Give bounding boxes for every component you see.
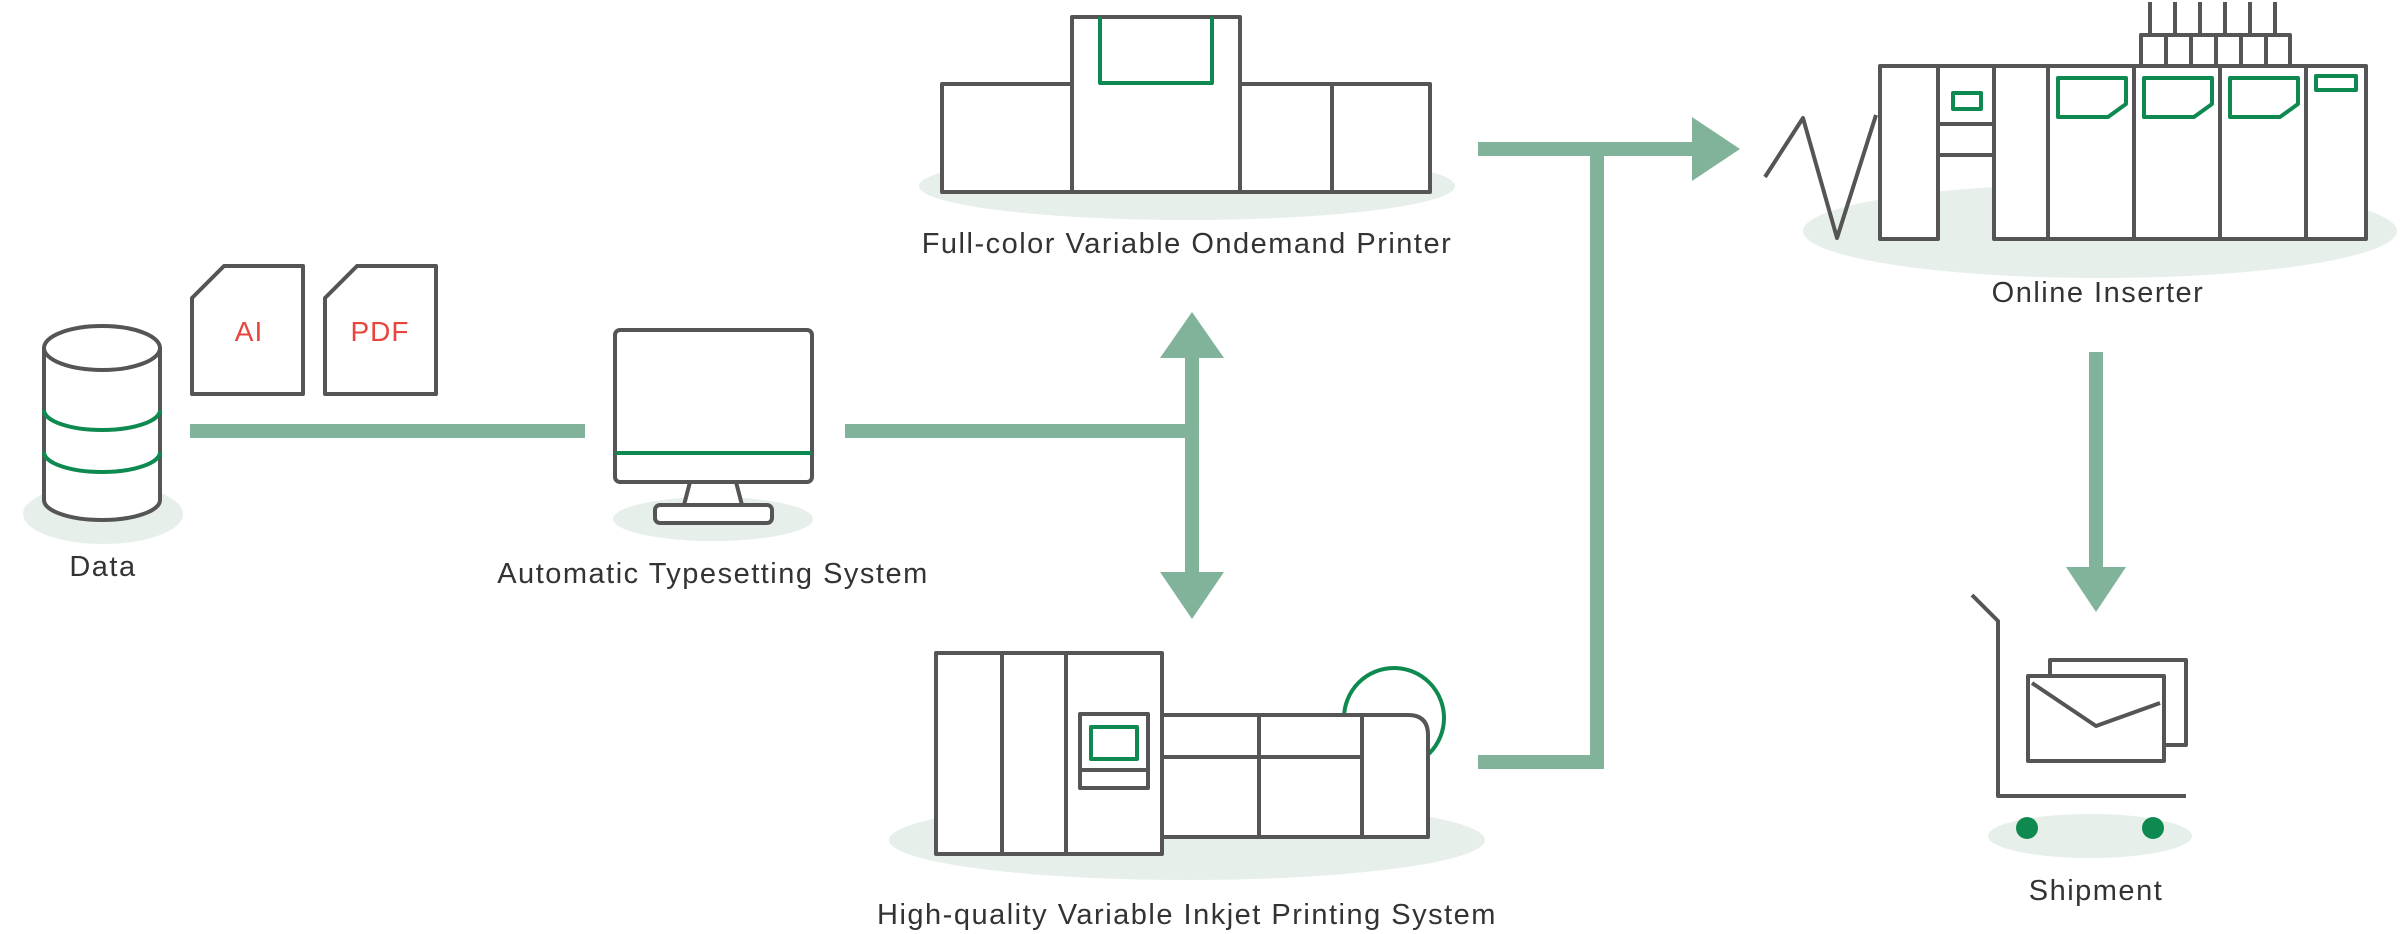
data-node: Data xyxy=(23,324,183,583)
fullcolor-printer-label: Full-color Variable Ondemand Printer xyxy=(922,228,1453,260)
shipment-label: Shipment xyxy=(2029,875,2164,907)
data-label: Data xyxy=(69,551,136,583)
inserter-node: Online Inserter xyxy=(1763,2,2397,309)
document-ai: AI xyxy=(190,264,305,396)
shipment-node: Shipment xyxy=(1970,593,2192,907)
printer-icon xyxy=(940,15,1432,194)
arrow-down-to-shipment xyxy=(2066,567,2126,612)
document-pdf: PDF xyxy=(323,264,438,396)
monitor-icon xyxy=(613,328,814,525)
typesetting-node: Automatic Typesetting System xyxy=(497,328,929,590)
inserter-machine-icon xyxy=(1763,2,2368,241)
inserter-label: Online Inserter xyxy=(1992,277,2205,309)
inkjet-system-node: High-quality Variable Inkjet Printing Sy… xyxy=(877,651,1497,931)
arrow-right-to-inserter xyxy=(1692,117,1740,181)
shipment-shadow xyxy=(1988,814,2192,858)
mail-cart-icon xyxy=(1970,593,2188,839)
typesetting-label: Automatic Typesetting System xyxy=(497,558,929,590)
arrow-down-to-inkjet xyxy=(1160,572,1224,619)
ai-file-icon xyxy=(190,264,305,396)
inkjet-system-label: High-quality Variable Inkjet Printing Sy… xyxy=(877,899,1497,931)
pdf-file-icon xyxy=(323,264,438,396)
connector-printers-to-inserter xyxy=(1478,142,1604,769)
inkjet-machine-icon xyxy=(934,651,1446,856)
pdf-file-label: PDF xyxy=(351,316,410,347)
ai-file-label: AI xyxy=(235,316,263,347)
fullcolor-printer-node: Full-color Variable Ondemand Printer xyxy=(919,15,1455,260)
database-icon xyxy=(42,324,162,522)
flow-connectors xyxy=(190,117,2126,769)
arrow-up-to-fullcolor xyxy=(1160,312,1224,358)
